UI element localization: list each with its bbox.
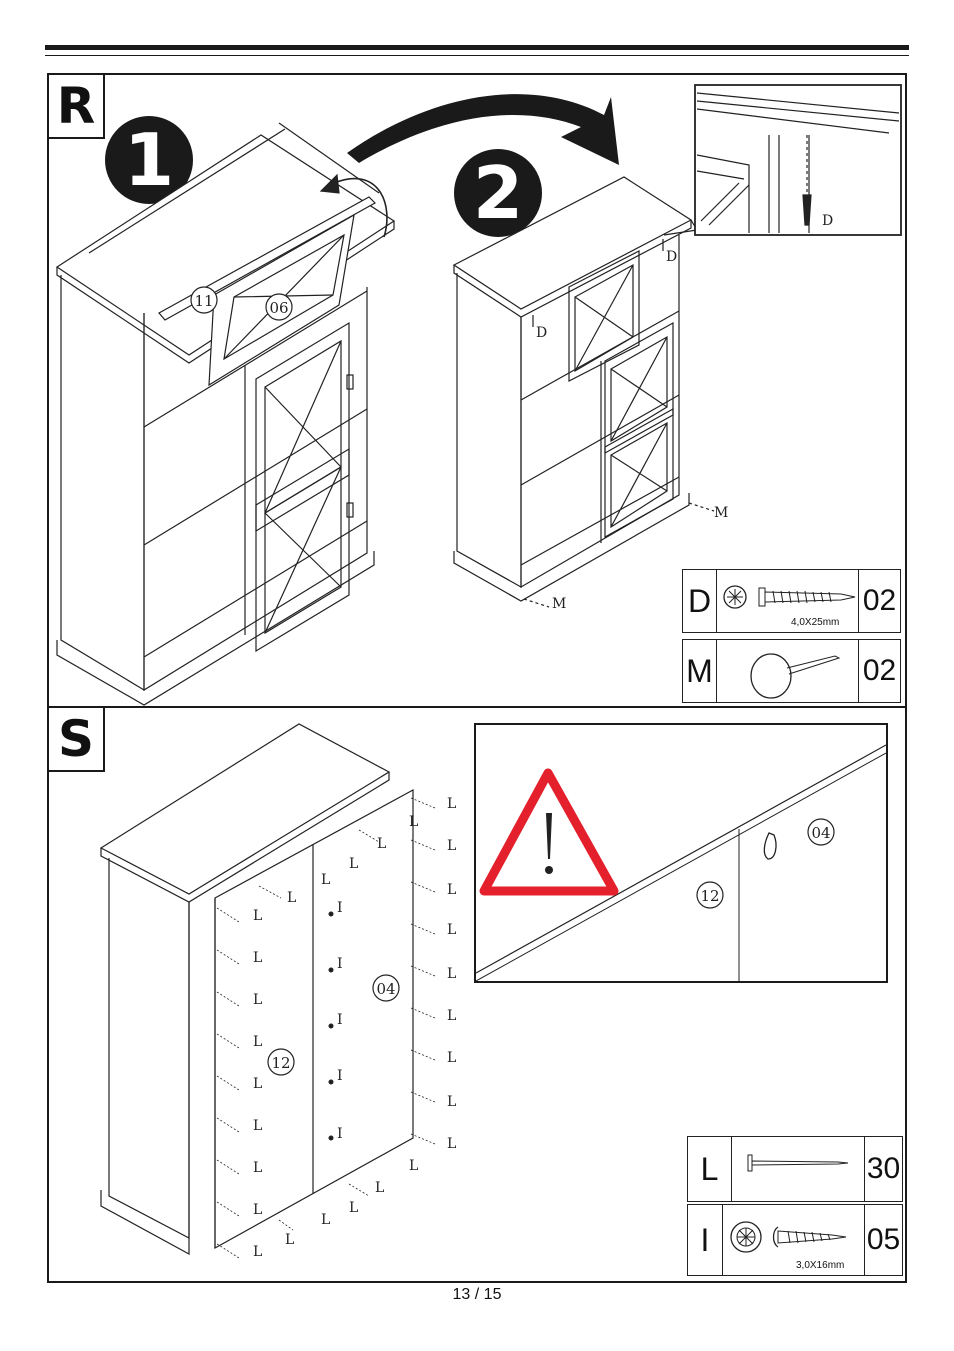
page-number: 13 / 15 bbox=[452, 1286, 502, 1303]
cabinet-back bbox=[99, 723, 391, 1256]
svg-text:04: 04 bbox=[376, 980, 395, 998]
header-rule-thick bbox=[45, 45, 909, 50]
svg-text:M: M bbox=[552, 596, 566, 612]
svg-text:L: L bbox=[253, 1244, 262, 1260]
svg-text:I: I bbox=[337, 1126, 343, 1142]
svg-text:L: L bbox=[253, 1160, 262, 1176]
svg-text:L: L bbox=[447, 838, 456, 854]
callout-part-06: 06 bbox=[265, 293, 293, 321]
part-i-size: 3,0X16mm bbox=[796, 1260, 845, 1271]
svg-text:I: I bbox=[337, 1012, 343, 1028]
warning-callout-04: 04 bbox=[807, 818, 835, 846]
svg-text:1: 1 bbox=[124, 118, 174, 202]
step-r-panel: R 1 2 bbox=[47, 73, 907, 708]
svg-text:L: L bbox=[447, 966, 456, 982]
part-d-letter: D bbox=[683, 570, 717, 632]
step-s-panel: S L L L L L L L L bbox=[47, 708, 907, 1283]
svg-text:L: L bbox=[409, 814, 418, 830]
part-m-letter: M bbox=[683, 640, 717, 702]
svg-text:L: L bbox=[447, 882, 456, 898]
warning-callout-12: 12 bbox=[696, 881, 724, 909]
svg-text:I: I bbox=[337, 956, 343, 972]
svg-text:12: 12 bbox=[700, 887, 719, 905]
nail-labels-edges: L L L L L L L L L L bbox=[285, 814, 418, 1248]
cabinet-1 bbox=[55, 122, 396, 706]
svg-text:L: L bbox=[253, 1034, 262, 1050]
svg-text:L: L bbox=[375, 1180, 384, 1196]
svg-text:04: 04 bbox=[811, 824, 830, 842]
svg-text:L: L bbox=[377, 836, 386, 852]
svg-text:D: D bbox=[822, 213, 833, 229]
warning-detail-box: 04 12 bbox=[474, 723, 888, 983]
step-r-letter: R bbox=[49, 75, 105, 139]
part-l-letter: L bbox=[688, 1137, 732, 1201]
svg-text:L: L bbox=[321, 1212, 330, 1228]
header-rule-thin bbox=[45, 55, 909, 56]
nail-guides bbox=[216, 797, 436, 1259]
svg-text:L: L bbox=[253, 950, 262, 966]
svg-text:L: L bbox=[409, 1158, 418, 1174]
part-box-d: D 4,0X25mm 02 bbox=[682, 569, 901, 633]
substep-1-badge: 1 bbox=[105, 116, 193, 204]
part-box-m: M 02 bbox=[682, 639, 901, 703]
svg-text:M: M bbox=[714, 505, 728, 521]
svg-text:D: D bbox=[666, 249, 677, 265]
transition-arrow bbox=[347, 94, 619, 165]
step-r-illustration: 1 2 bbox=[55, 84, 902, 706]
svg-text:D: D bbox=[536, 325, 547, 341]
callout-part-04: 04 bbox=[372, 974, 400, 1002]
nail-labels-left: L L L L L L L L L bbox=[253, 908, 262, 1260]
svg-text:L: L bbox=[349, 856, 358, 872]
svg-text:L: L bbox=[253, 1076, 262, 1092]
svg-text:L: L bbox=[349, 1200, 358, 1216]
svg-text:11: 11 bbox=[194, 292, 213, 310]
nail-labels-right: L L L L L L L L L bbox=[447, 796, 456, 1152]
back-panel bbox=[214, 788, 414, 1250]
svg-text:12: 12 bbox=[271, 1054, 290, 1072]
screw-labels: I I I I I bbox=[337, 900, 343, 1142]
part-box-l: L 30 bbox=[687, 1136, 903, 1202]
part-box-i: I 3,0X16mm 05 bbox=[687, 1204, 903, 1276]
substep-2-badge: 2 bbox=[454, 149, 542, 237]
part-m-qty: 02 bbox=[858, 640, 900, 702]
svg-text:L: L bbox=[447, 1094, 456, 1110]
cabinet-2 bbox=[452, 176, 715, 608]
screw-icon bbox=[723, 585, 856, 609]
svg-text:L: L bbox=[285, 1232, 294, 1248]
svg-text:L: L bbox=[447, 922, 456, 938]
svg-text:I: I bbox=[337, 1068, 343, 1084]
svg-text:L: L bbox=[447, 1008, 456, 1024]
svg-text:L: L bbox=[287, 890, 296, 906]
callout-part-11: 11 bbox=[190, 286, 218, 314]
part-d-size: 4,0X25mm bbox=[791, 617, 840, 628]
warning-icon bbox=[479, 768, 619, 896]
zoom-detail bbox=[694, 84, 902, 236]
screw-icon bbox=[730, 1221, 847, 1253]
step-s-letter: S bbox=[49, 708, 105, 772]
svg-text:L: L bbox=[253, 1118, 262, 1134]
svg-text:L: L bbox=[447, 1050, 456, 1066]
part-d-qty: 02 bbox=[858, 570, 900, 632]
svg-text:L: L bbox=[253, 1202, 262, 1218]
svg-text:I: I bbox=[337, 900, 343, 916]
part-i-qty: 05 bbox=[864, 1205, 902, 1275]
svg-text:06: 06 bbox=[269, 299, 288, 317]
screw-markers bbox=[328, 911, 334, 1141]
svg-text:L: L bbox=[253, 992, 262, 1008]
part-l-qty: 30 bbox=[864, 1137, 902, 1201]
nail-glide-icon bbox=[750, 653, 841, 699]
svg-text:2: 2 bbox=[473, 151, 523, 235]
svg-text:L: L bbox=[447, 796, 456, 812]
svg-text:L: L bbox=[253, 908, 262, 924]
step-s-illustration: L L L L L L L L L L L L L L L L L L L L … bbox=[99, 723, 456, 1260]
svg-text:L: L bbox=[321, 872, 330, 888]
warning-detail-illustration: 04 12 bbox=[475, 744, 887, 982]
part-i-letter: I bbox=[688, 1205, 723, 1275]
svg-text:L: L bbox=[447, 1136, 456, 1152]
nail-icon bbox=[747, 1154, 849, 1172]
callout-part-12: 12 bbox=[267, 1048, 295, 1076]
